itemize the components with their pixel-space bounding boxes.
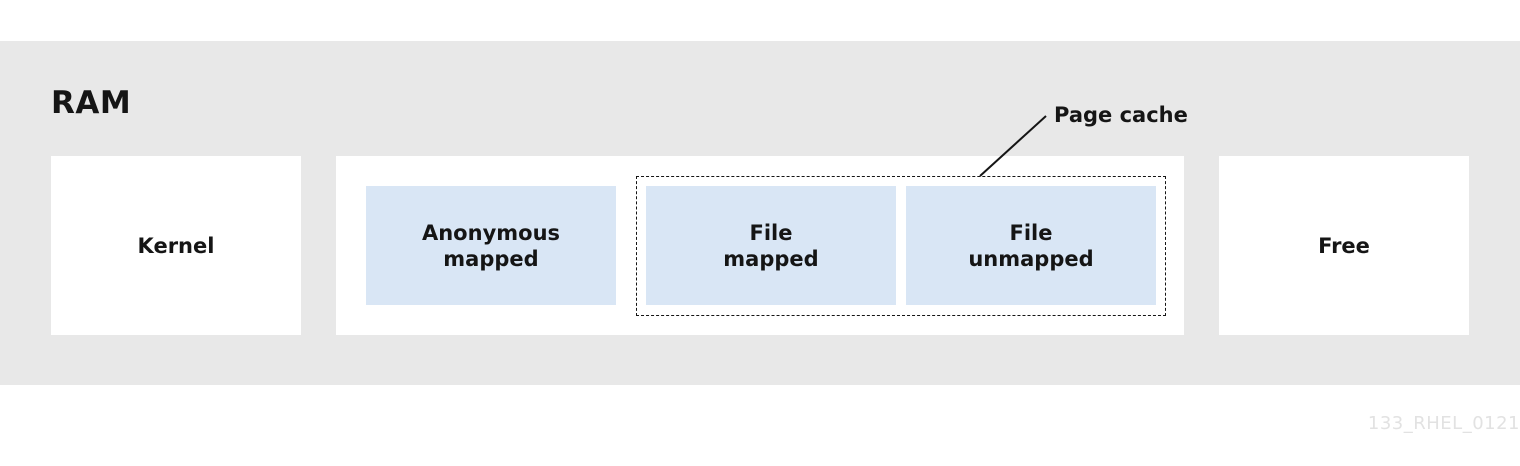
file-mapped-line1: File bbox=[749, 220, 793, 245]
file-mapped-cell: File mapped bbox=[646, 186, 896, 305]
file-unmapped-line1: File bbox=[1009, 220, 1053, 245]
free-label: Free bbox=[1318, 233, 1370, 258]
page-cache-group-border bbox=[636, 176, 1166, 316]
free-box: Free bbox=[1219, 156, 1469, 335]
kernel-label: Kernel bbox=[137, 233, 215, 258]
anonymous-mapped-line2: mapped bbox=[443, 246, 539, 271]
file-unmapped-line2: unmapped bbox=[968, 246, 1094, 271]
ram-title: RAM bbox=[51, 85, 132, 121]
anonymous-mapped-cell: Anonymous mapped bbox=[366, 186, 616, 305]
file-unmapped-cell: File unmapped bbox=[906, 186, 1156, 305]
anonymous-mapped-line1: Anonymous bbox=[421, 220, 561, 245]
figure-id-watermark: 133_RHEL_0121 bbox=[1367, 413, 1520, 434]
page-cache-label: Page cache bbox=[1054, 103, 1188, 127]
leader-line-segment bbox=[979, 115, 1047, 177]
kernel-box: Kernel bbox=[51, 156, 301, 335]
file-mapped-line2: mapped bbox=[723, 246, 819, 271]
